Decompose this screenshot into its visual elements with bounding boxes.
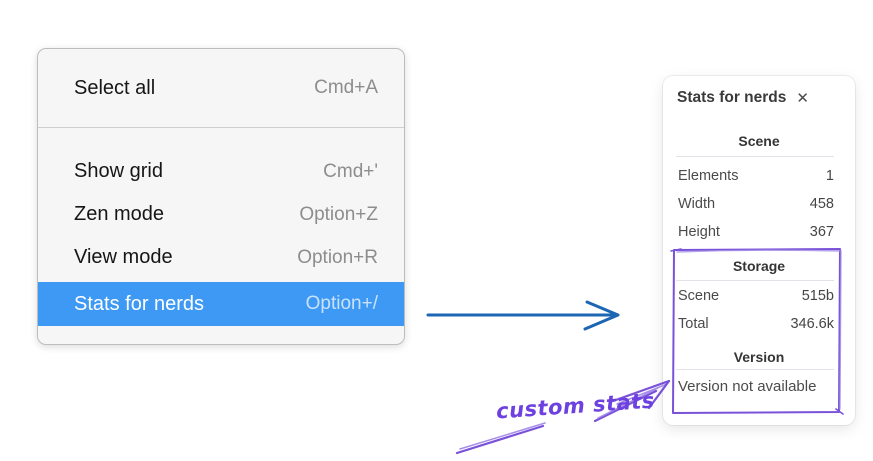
stat-row-elements: Elements 1 [663, 162, 855, 190]
stat-row-total-storage: Total 346.6k [663, 310, 855, 338]
stat-value: 1 [825, 168, 834, 184]
stat-row-scene-storage: Scene 515b [663, 282, 855, 310]
stat-value: 367 [809, 224, 834, 240]
section-divider [676, 280, 834, 281]
stat-label: Width [678, 196, 716, 212]
menu-divider [38, 127, 404, 128]
menu-item-shortcut: Option+/ [305, 293, 378, 314]
stat-label: Height [678, 224, 720, 240]
close-icon[interactable]: ✕ [796, 89, 809, 107]
menu-item-label: View mode [74, 246, 173, 268]
stat-label: Total [678, 316, 709, 332]
menu-item-select-all[interactable]: Select all Cmd+A [38, 49, 404, 127]
stat-label: Scene [678, 288, 720, 304]
menu-item-shortcut: Cmd+' [323, 160, 378, 182]
menu-item-shortcut: Option+R [297, 246, 378, 268]
section-divider [676, 369, 834, 370]
stat-row-width: Width 458 [663, 190, 855, 218]
stat-value: 346.6k [790, 316, 834, 332]
section-title-version: Version [733, 349, 785, 365]
section-title-storage: Storage [732, 258, 786, 274]
stat-row-version-note: Version not available [663, 372, 855, 400]
annotation-custom-stats-label: custom stats [495, 388, 656, 424]
menu-item-zen-mode[interactable]: Zen mode Option+Z [38, 193, 404, 236]
menu-item-shortcut: Option+Z [299, 203, 378, 225]
stat-value: 458 [809, 196, 834, 212]
section-divider [676, 156, 834, 157]
menu-item-show-grid[interactable]: Show grid Cmd+' [38, 150, 404, 193]
stats-panel: Stats for nerds ✕ Scene Elements 1 Width… [663, 76, 855, 425]
flow-arrow [426, 300, 620, 331]
menu-item-label: Show grid [74, 160, 163, 182]
menu-item-label: Stats for nerds [74, 292, 205, 315]
stats-panel-header: Stats for nerds ✕ [663, 76, 855, 107]
context-menu: Select all Cmd+A Show grid Cmd+' Zen mod… [37, 48, 405, 345]
menu-item-label: Zen mode [74, 203, 165, 225]
panel-title: Stats for nerds [677, 89, 787, 106]
stat-row-height: Height 367 [663, 218, 855, 246]
version-note: Version not available [678, 377, 817, 395]
menu-item-stats-for-nerds[interactable]: Stats for nerds Option+/ [38, 282, 404, 326]
section-title-scene: Scene [738, 133, 780, 149]
stat-value: 515b [801, 288, 834, 304]
menu-item-shortcut: Cmd+A [314, 77, 378, 98]
menu-spacer [38, 128, 404, 150]
menu-item-label: Select all [74, 76, 156, 99]
menu-item-view-mode[interactable]: View mode Option+R [38, 236, 404, 279]
stat-label: Elements [678, 168, 739, 184]
